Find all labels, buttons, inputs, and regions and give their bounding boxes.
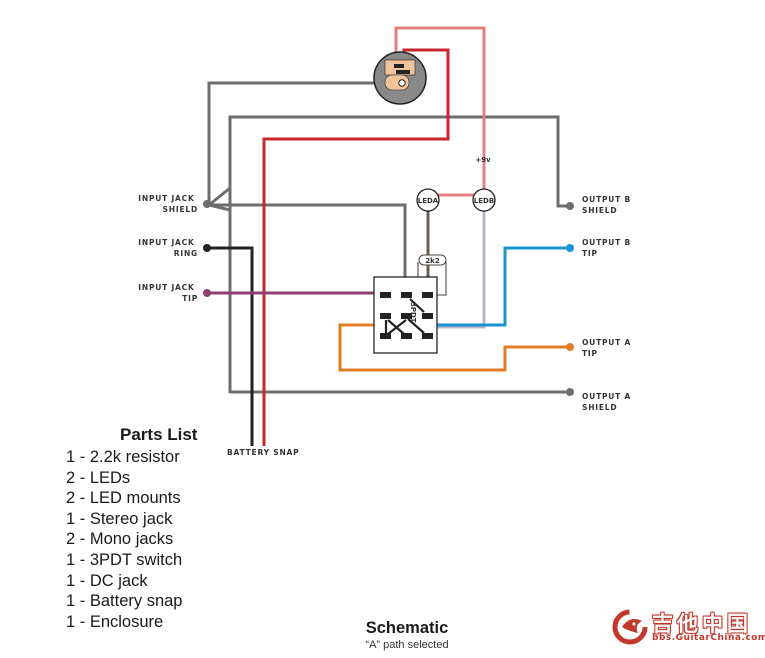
switch-label: 3PDT xyxy=(409,302,417,323)
parts-list: Parts List 1 - 2.2k resistor 2 - LEDs 2 … xyxy=(66,425,197,632)
list-item: 2 - LED mounts xyxy=(66,489,181,508)
terminal-dots xyxy=(203,200,574,396)
battery-snap-label: BATTERY SNAP xyxy=(227,448,299,457)
dc-jack xyxy=(373,51,427,105)
output-b-shield-label: OUTPUT B SHIELD xyxy=(582,195,634,215)
input-ring-label: INPUT JACK RING xyxy=(138,238,198,258)
list-item: 1 - Battery snap xyxy=(66,592,183,611)
battery-positive-wire xyxy=(262,48,450,446)
list-item: 1 - Enclosure xyxy=(66,612,164,631)
output-b-tip-wire xyxy=(416,246,570,327)
led-b: LEDB xyxy=(472,188,496,212)
schematic-caption: Schematic “A” path selected xyxy=(300,619,514,651)
parts-list-title: Parts List xyxy=(120,425,198,444)
watermark-url: bbs.GuitarChina.com xyxy=(652,633,765,643)
resistor-label: 2k2 xyxy=(425,257,440,265)
led-a-label: LEDA xyxy=(418,197,439,205)
list-item: 2 - LEDs xyxy=(66,468,131,487)
output-a-shield-label: OUTPUT A SHIELD xyxy=(582,392,635,412)
list-item: 1 - Stereo jack xyxy=(66,509,173,528)
led-b-leg-wire xyxy=(424,205,486,329)
dc-positive-link-wire xyxy=(394,26,486,197)
parts-list-items: 1 - 2.2k resistor 2 - LEDs 2 - LED mount… xyxy=(66,447,197,632)
input-shield-label: INPUT JACK SHIELD xyxy=(138,194,198,214)
output-b-tip-label: OUTPUT B TIP xyxy=(582,238,634,258)
led-b-label: LEDB xyxy=(474,197,494,205)
ground-wires xyxy=(207,81,570,394)
list-item: 1 - 2.2k resistor xyxy=(66,448,180,466)
input-ring-wire xyxy=(207,246,254,446)
switch-3pdt: 3PDT xyxy=(373,276,438,354)
dragon-logo-icon xyxy=(612,609,648,645)
list-item: 1 - DC jack xyxy=(66,571,148,590)
list-item: 1 - 3PDT switch xyxy=(66,550,183,569)
output-a-tip-label: OUTPUT A TIP xyxy=(582,338,635,358)
caption-subtitle: “A” path selected xyxy=(365,639,449,651)
led-a: LEDA xyxy=(416,188,440,212)
list-item: 2 - Mono jacks xyxy=(66,530,174,549)
watermark-text: 吉他中国 xyxy=(652,612,752,636)
output-a-tip-wire xyxy=(338,323,570,372)
watermark: 吉他中国 bbs.GuitarChina.com xyxy=(612,607,765,647)
plus-9v-label: +9v xyxy=(475,156,491,164)
input-tip-label: INPUT JACK TIP xyxy=(138,283,198,303)
caption-title: Schematic xyxy=(365,619,449,637)
